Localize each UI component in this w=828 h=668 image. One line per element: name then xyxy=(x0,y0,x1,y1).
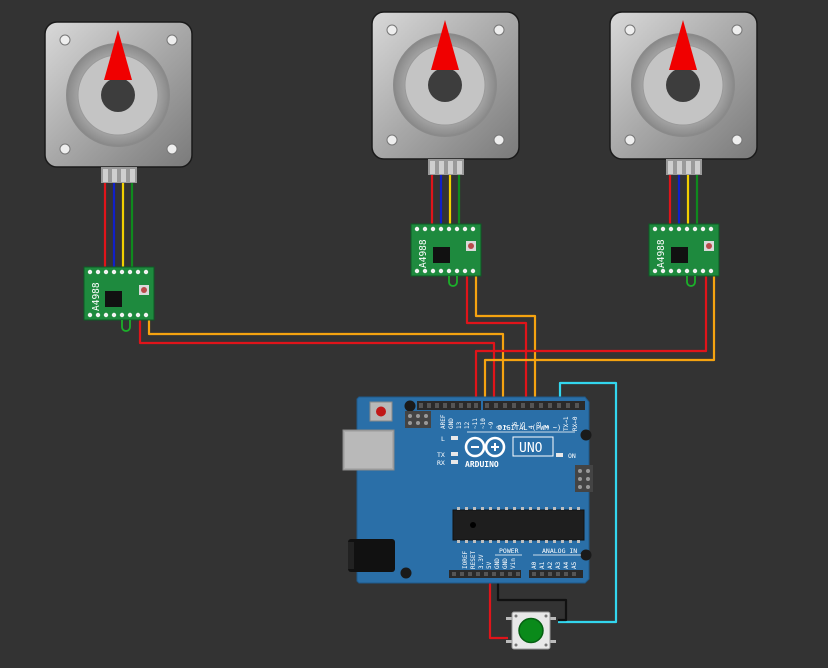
pin-label: RX←0 xyxy=(572,416,579,431)
wire-red-driver1[interactable] xyxy=(138,318,496,406)
needle-icon xyxy=(104,30,132,80)
pushbutton-icon xyxy=(506,611,556,650)
led-l-label: L xyxy=(441,435,445,443)
icsp-header-right xyxy=(575,465,593,492)
driver-label: A4988 xyxy=(418,239,429,268)
pin-label: AREF xyxy=(440,414,447,429)
pin-label: TX→1 xyxy=(563,416,570,431)
stepper-motor-icon xyxy=(609,11,758,175)
stepper-motor-icon xyxy=(44,21,193,183)
motor-leads xyxy=(103,175,699,272)
power-header[interactable] xyxy=(449,570,521,578)
led-tx-label: TX xyxy=(437,451,445,459)
driver-label: A4988 xyxy=(656,239,667,268)
stepper-motor-1[interactable] xyxy=(44,21,193,183)
arduino-uno[interactable]: AREF GND 13 12 ~11 ~10 ~9 8 7 ~6 ~5 4 ~3… xyxy=(342,396,593,584)
atmega-chip xyxy=(452,507,585,543)
pin-label: GND xyxy=(502,558,509,569)
uno-badge xyxy=(512,436,554,457)
icsp-header xyxy=(405,411,431,428)
pin-label: Vin xyxy=(510,558,517,569)
pin-label: 8 xyxy=(496,425,503,429)
digital-pin-labels: AREF GND 13 12 ~11 ~10 ~9 8 7 ~6 ~5 4 ~3… xyxy=(440,414,579,431)
driver-chip xyxy=(433,247,450,263)
status-leds: L TX RX ON xyxy=(437,435,576,467)
pin-label: ~11 xyxy=(472,418,479,429)
pin-label: RESET xyxy=(470,551,477,569)
stepper-motor-2[interactable] xyxy=(371,11,520,175)
wire-red-driver3[interactable] xyxy=(474,274,708,406)
pin-label: A5 xyxy=(571,561,578,569)
analog-pin-labels: A0 A1 A2 A3 A4 A5 xyxy=(531,561,578,569)
analog-header[interactable] xyxy=(529,570,583,578)
pin-label: ~10 xyxy=(480,418,487,429)
pin-label: 13 xyxy=(456,421,463,429)
analog-header-label: ANALOG IN xyxy=(542,547,577,555)
pushbutton[interactable] xyxy=(506,611,556,650)
wires xyxy=(138,274,716,640)
digital-header[interactable] xyxy=(417,401,585,410)
digital-header-label: DIGITAL (PWM ~) xyxy=(498,424,561,432)
pin-label: 2 xyxy=(544,425,551,429)
wire-black-button[interactable] xyxy=(496,572,568,622)
pin-label: ~6 xyxy=(512,421,519,429)
pin-label: A4 xyxy=(563,561,570,569)
stepper-motor-3[interactable] xyxy=(609,11,758,175)
a4988-driver-3[interactable]: A4988 xyxy=(648,223,720,287)
needle-icon xyxy=(669,20,697,70)
power-jack xyxy=(348,539,395,572)
led-on-label: ON xyxy=(568,452,576,460)
power-header-label: POWER xyxy=(499,547,519,555)
driver-label: A4988 xyxy=(91,282,102,311)
pin-label: 7 xyxy=(504,425,511,429)
pin-label: ~5 xyxy=(520,421,527,429)
a4988-driver-2[interactable]: A4988 xyxy=(410,223,482,287)
a4988-driver-1[interactable]: A4988 xyxy=(83,266,155,332)
pin-label: 12 xyxy=(464,421,471,429)
wire-cyan-button[interactable] xyxy=(558,381,618,624)
arduino-model: UNO xyxy=(519,441,543,456)
stepper-motor-icon xyxy=(371,11,520,175)
pin-label: A2 xyxy=(547,561,554,569)
led-rx-label: RX xyxy=(437,459,445,467)
pin-label: GND xyxy=(448,418,455,429)
pin-label: ~3 xyxy=(536,421,543,429)
jumper-loop xyxy=(686,276,696,287)
wire-orange-driver3[interactable] xyxy=(483,274,716,406)
pin-label: 5V xyxy=(486,561,493,569)
arduino-logo-icon xyxy=(464,436,506,458)
pin-label: IOREF xyxy=(462,551,469,569)
pin-label: GND xyxy=(494,558,501,569)
driver-chip xyxy=(105,291,122,307)
driver-chip xyxy=(671,247,688,263)
pin-label: 3.3V xyxy=(478,554,485,569)
wire-red-button[interactable] xyxy=(488,572,508,640)
power-pin-labels: IOREF RESET 3.3V 5V GND GND Vin xyxy=(462,551,517,569)
pin-label: A0 xyxy=(531,561,538,569)
pin-label: 4 xyxy=(528,425,535,429)
needle-icon xyxy=(431,20,459,70)
wire-red-driver2[interactable] xyxy=(465,274,528,406)
arduino-brand: ARDUINO xyxy=(465,460,499,469)
wire-orange-driver1[interactable] xyxy=(147,318,505,406)
jumper-loop xyxy=(121,320,131,332)
jumper-loop xyxy=(448,276,458,287)
pin-label: ~9 xyxy=(488,421,495,429)
pin-label: A3 xyxy=(555,561,562,569)
pin-label: A1 xyxy=(539,561,546,569)
